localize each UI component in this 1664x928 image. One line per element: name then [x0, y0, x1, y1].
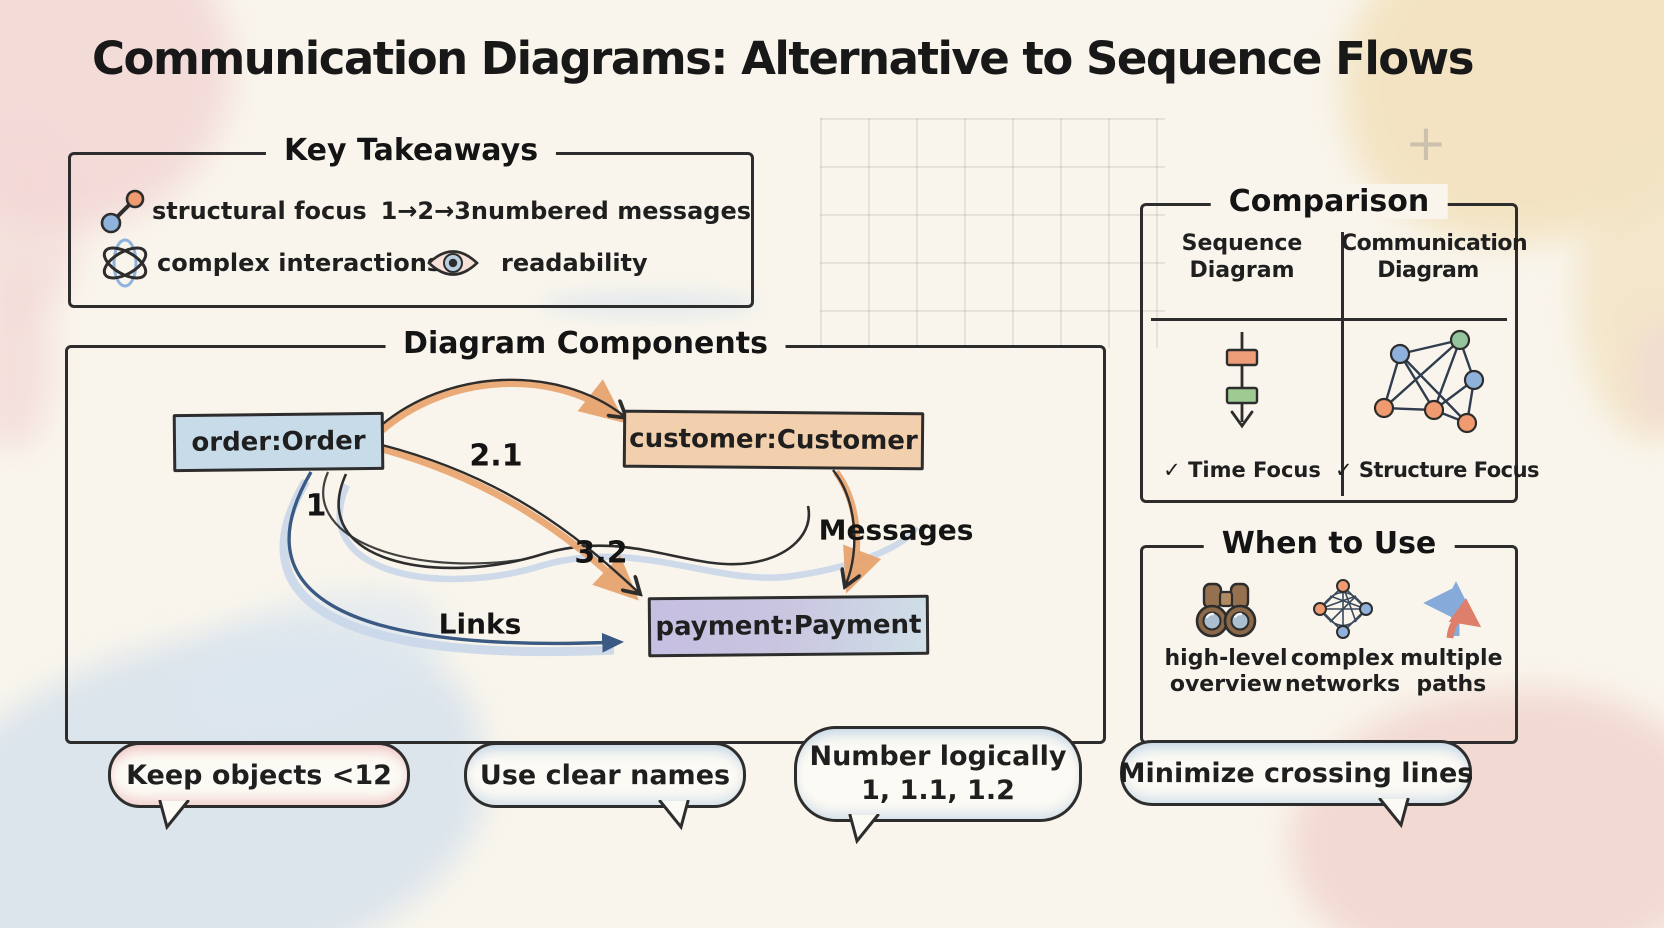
binoculars-icon	[1193, 574, 1259, 640]
diagram-components-panel: Diagram Components	[65, 326, 1106, 744]
watercolor-splash-blue-streak	[540, 290, 760, 318]
complex-networks-label: complex networks	[1285, 646, 1401, 697]
key-takeaways-panel: Key Takeaways structural focus 1→2→3 num…	[68, 133, 754, 308]
high-level-overview-label: high-level overview	[1164, 646, 1288, 697]
object-node-customer: customer:Customer	[622, 409, 925, 471]
object-node-order: order:Order	[172, 411, 385, 473]
comparison-divider	[1341, 232, 1344, 496]
message-arrow-21	[377, 378, 624, 429]
tip-bubble-clear-names: Use clear names	[464, 742, 746, 830]
bubble-tail	[848, 814, 880, 844]
tip-bubble-number-logically: Number logically 1, 1.1, 1.2	[794, 726, 1082, 844]
when-to-use-item-paths: multiple paths	[1400, 574, 1503, 698]
eye-icon	[405, 246, 501, 280]
key-takeaways-row-1: structural focus 1→2→3 numbered messages	[93, 185, 751, 237]
diagram-components-title: Diagram Components	[385, 326, 786, 361]
multiple-paths-label: multiple paths	[1400, 646, 1503, 697]
bubble-tail	[158, 800, 190, 830]
check-icon: ✓	[1335, 458, 1353, 482]
comparison-title: Comparison	[1210, 184, 1448, 219]
when-to-use-item-networks: complex networks	[1285, 574, 1400, 698]
diagram-edges	[279, 378, 919, 657]
bubble-tail	[1378, 798, 1410, 828]
links-label: Links	[438, 607, 522, 641]
complex-interactions-label: complex interactions	[157, 249, 442, 277]
edge-label-3-2: 3.2	[574, 535, 628, 571]
object-node-payment: payment:Payment	[647, 594, 930, 658]
comparison-header-rule	[1151, 318, 1507, 321]
atom-icon	[93, 236, 157, 290]
when-to-use-items: high-level overview	[1143, 548, 1515, 698]
communication-diagram-header: Communication Diagram	[1341, 231, 1528, 283]
bubble-tail	[658, 800, 690, 830]
structural-focus-label: structural focus	[152, 197, 367, 225]
communication-network-icon	[1373, 329, 1485, 434]
readability-label: readability	[501, 249, 648, 277]
sequence-diagram-icon	[1225, 332, 1259, 429]
network-icon	[1312, 574, 1374, 640]
split-arrows-icon	[1419, 574, 1483, 640]
time-focus-caption: ✓ Time Focus	[1163, 458, 1321, 482]
when-to-use-title: When to Use	[1203, 526, 1455, 561]
comparison-panel: Comparison Sequence Diagram Communicatio…	[1140, 184, 1540, 503]
edge-label-1: 1	[305, 488, 327, 524]
pencil-plus-mark: +	[1405, 114, 1447, 172]
message-arrow-21-color	[377, 379, 626, 435]
links-arrow	[287, 471, 624, 653]
numbered-messages-label: numbered messages	[470, 197, 751, 225]
key-takeaways-title: Key Takeaways	[265, 133, 557, 168]
messages-label: Messages	[818, 513, 974, 547]
edge-label-2-1: 2.1	[469, 438, 523, 474]
structure-focus-caption: ✓ Structure Focus	[1335, 458, 1540, 482]
links-arrow-shadow	[279, 478, 615, 657]
sequence-diagram-header: Sequence Diagram	[1181, 231, 1303, 283]
page-title: Communication Diagrams: Alternative to S…	[92, 32, 1475, 85]
messages-arrow	[832, 469, 854, 584]
tip-bubble-minimize-crossing: Minimize crossing lines	[1119, 740, 1473, 828]
message-arrow-32-color	[381, 445, 639, 601]
when-to-use-panel: When to Use	[1140, 526, 1518, 744]
link-line-1	[337, 473, 811, 570]
key-takeaways-row-2: complex interactions readability	[93, 237, 751, 289]
node-link-icon	[93, 186, 152, 236]
tip-bubble-keep-objects: Keep objects <12	[108, 742, 410, 830]
numbered-sequence-text: 1→2→3	[380, 197, 471, 225]
link-line-1-sketch	[322, 471, 521, 565]
message-arrow-32	[381, 443, 638, 592]
pencil-grid	[820, 118, 1165, 348]
check-icon: ✓	[1163, 458, 1181, 482]
when-to-use-item-overview: high-level overview	[1164, 574, 1288, 698]
